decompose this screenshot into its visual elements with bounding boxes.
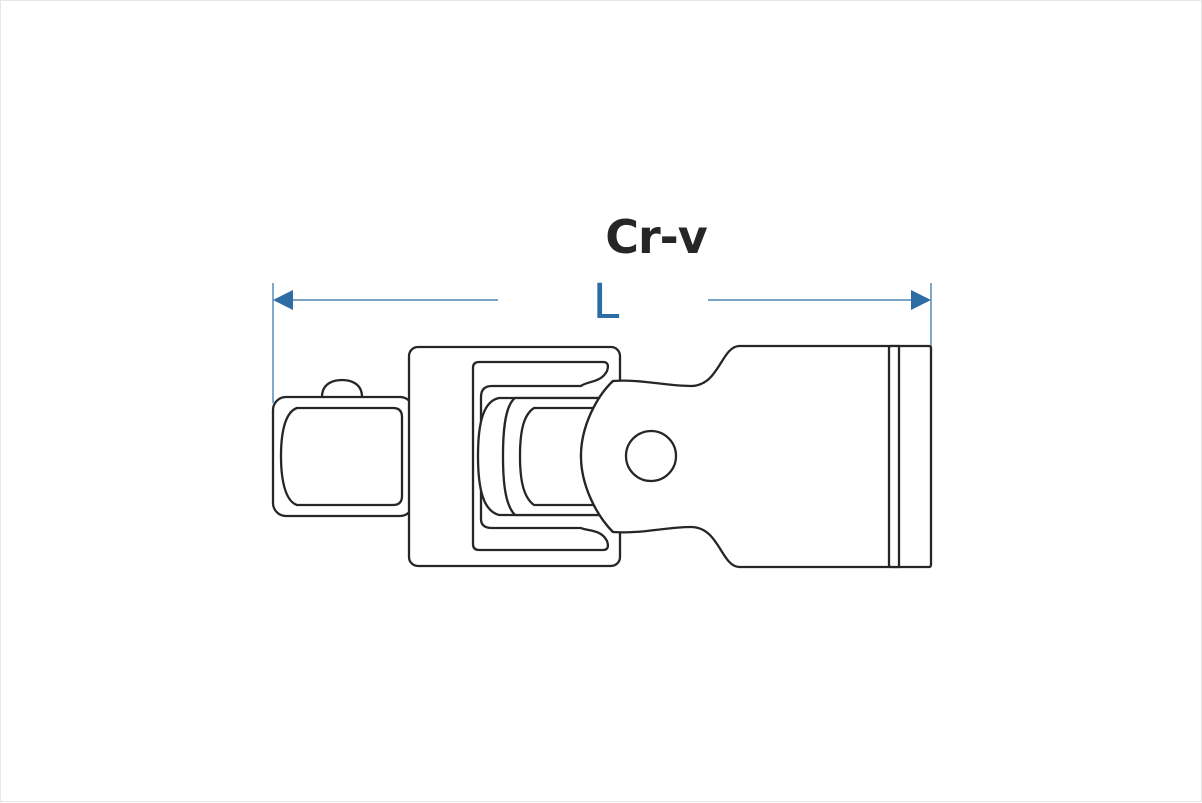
pivot-pin — [624, 429, 678, 483]
universal-joint-outline — [271, 344, 933, 569]
length-dimension-line — [272, 283, 932, 403]
material-label: Cr-v — [605, 210, 708, 264]
square-drive-face — [279, 406, 404, 507]
socket-end-cap — [887, 344, 933, 569]
dimension-arrow-right — [911, 290, 931, 310]
dimension-arrow-left — [273, 290, 293, 310]
length-dimension-label: L — [592, 274, 620, 330]
pivot-ring — [579, 379, 615, 534]
ball-detent — [320, 378, 364, 399]
inner-yoke — [471, 360, 610, 552]
